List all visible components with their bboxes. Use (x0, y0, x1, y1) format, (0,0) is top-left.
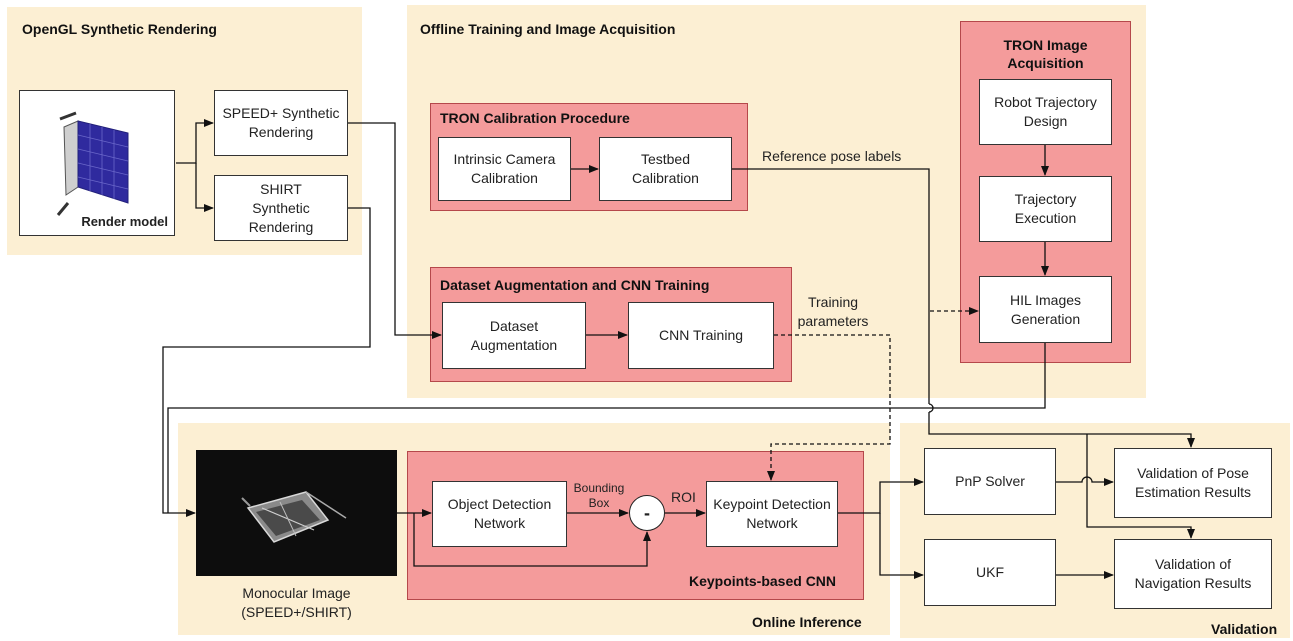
panel-title-offline: Offline Training and Image Acquisition (420, 21, 676, 37)
validation-navigation-box: Validation of Navigation Results (1114, 539, 1272, 609)
training-parameters-label: Training parameters (797, 294, 869, 329)
arrow-reference-pose (732, 168, 1191, 447)
arrow-image-minus (413, 513, 651, 567)
group-title-acquisition: TRON Image Acquisition (1003, 37, 1088, 71)
shirt-rendering-box: SHIRT Synthetic Rendering (214, 175, 348, 241)
object-detection-box: Object Detection Network (432, 481, 567, 547)
arrow-pnp-pose (1056, 476, 1114, 486)
testbed-calibration-box: Testbed Calibration (599, 137, 732, 201)
arrow-render-shirt (195, 163, 214, 212)
robot-trajectory-box: Robot Trajectory Design (979, 79, 1112, 145)
validation-pose-box: Validation of Pose Estimation Results (1114, 448, 1272, 518)
arrow-branch-navigation (1086, 434, 1195, 539)
minus-sign: - (644, 503, 650, 523)
arrow-hil-monocular (167, 343, 1046, 513)
roi-label: ROI (671, 489, 696, 505)
arrow-keypoint-pnp (838, 478, 924, 514)
arrow-keypoint-ukf (879, 513, 924, 579)
reference-pose-label: Reference pose labels (762, 148, 902, 164)
subtraction-node: - (629, 495, 665, 531)
group-title-calibration: TRON Calibration Procedure (440, 110, 630, 126)
render-model-label: Render model (81, 214, 168, 229)
panel-title-validation: Validation (1211, 621, 1278, 637)
dataset-augmentation-box: Dataset Augmentation (442, 302, 586, 369)
speed-rendering-box: SPEED+ Synthetic Rendering (214, 90, 348, 156)
monocular-image (196, 450, 397, 576)
trajectory-execution-box: Trajectory Execution (979, 176, 1112, 242)
arrow-shirt-monocular (162, 207, 371, 517)
group-title-cnn: Keypoints-based CNN (689, 573, 837, 589)
arrow-speed-augmentation (348, 122, 442, 339)
cnn-training-box: CNN Training (628, 302, 774, 369)
render-model-image: Render model (19, 90, 175, 236)
ukf-box: UKF (924, 539, 1056, 606)
keypoint-detection-box: Keypoint Detection Network (706, 481, 838, 547)
arrow-training-keypoint (767, 334, 891, 481)
satellite-icon (56, 111, 129, 216)
panel-title-opengl: OpenGL Synthetic Rendering (22, 21, 217, 37)
intrinsic-calibration-box: Intrinsic Camera Calibration (438, 137, 571, 201)
pnp-solver-box: PnP Solver (924, 448, 1056, 515)
satellite-photo-icon (241, 491, 347, 543)
bounding-box-label: Bounding Box (573, 481, 625, 510)
monocular-label: Monocular Image (SPEED+/SHIRT) (241, 585, 352, 620)
hil-images-box: HIL Images Generation (979, 276, 1112, 343)
group-title-augmentation: Dataset Augmentation and CNN Training (440, 277, 710, 293)
arrow-render-speed (176, 119, 214, 164)
panel-title-online: Online Inference (752, 614, 862, 630)
